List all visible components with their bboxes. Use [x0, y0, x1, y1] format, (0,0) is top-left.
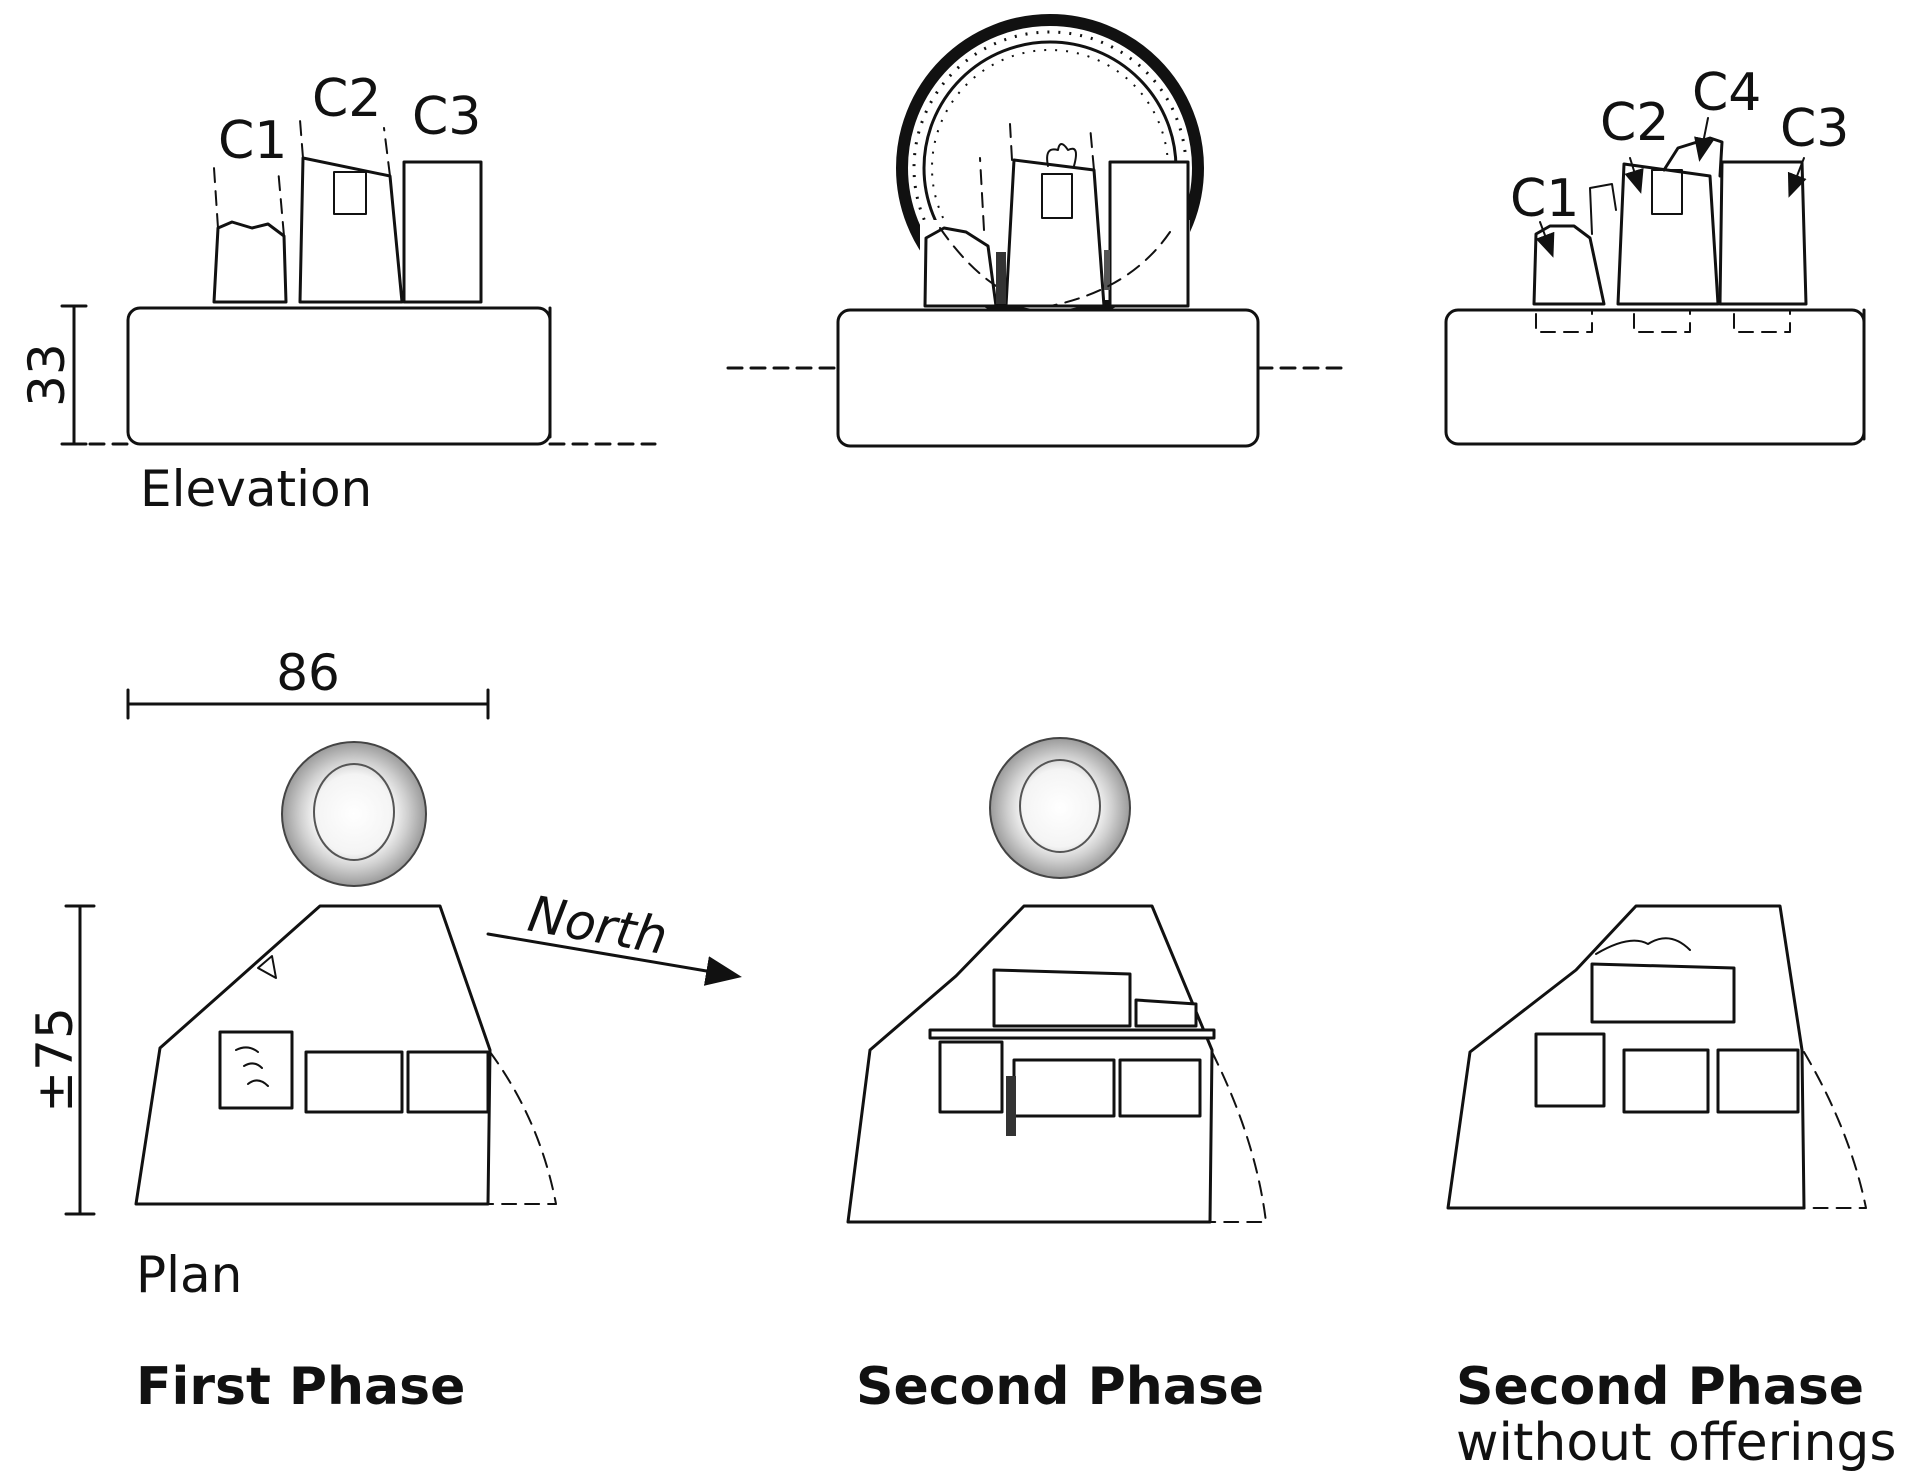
- offering-disc: [281, 741, 427, 887]
- stone-c3: [402, 160, 483, 304]
- width-value: 86: [276, 644, 340, 702]
- altar-plan-outline: [134, 904, 492, 1206]
- label-c3-third: C3: [1780, 99, 1849, 159]
- north-label: North: [524, 885, 672, 966]
- second-phase-elevation: [726, 14, 1352, 448]
- label-c2-third: C2: [1600, 93, 1669, 153]
- phase-subtitle-third: without offerings: [1456, 1413, 1897, 1473]
- plan-caption: Plan: [136, 1246, 242, 1304]
- north-arrow: [486, 932, 742, 986]
- second-phase-plan: [846, 737, 1267, 1224]
- elevation-caption: Elevation: [140, 460, 372, 518]
- label-c1-third: C1: [1510, 169, 1579, 229]
- stone-c2: [298, 156, 404, 304]
- height-dimension: [60, 304, 88, 446]
- depth-value: ±75: [26, 1007, 84, 1113]
- label-c3-first: C3: [412, 87, 481, 147]
- phase-title-second: Second Phase: [856, 1357, 1264, 1417]
- height-value: 33: [18, 343, 76, 407]
- stone-c1: [212, 220, 288, 304]
- second-phase-plain-plan: [1446, 904, 1867, 1210]
- width-dimension: [126, 688, 490, 720]
- second-phase-plain-elevation: [1444, 117, 1866, 446]
- altar-base-third: [1444, 308, 1866, 446]
- label-c2-first: C2: [312, 69, 381, 129]
- first-phase-elevation: [60, 119, 657, 446]
- label-c1-first: C1: [218, 111, 287, 171]
- first-phase-plan: [64, 688, 742, 1216]
- depth-dimension: [64, 904, 96, 1216]
- altar-base: [126, 306, 552, 446]
- altar-base-second: [836, 308, 1260, 448]
- label-c4-third: C4: [1692, 63, 1761, 123]
- phase-title-first: First Phase: [136, 1357, 465, 1417]
- phase-title-third: Second Phase: [1456, 1357, 1864, 1417]
